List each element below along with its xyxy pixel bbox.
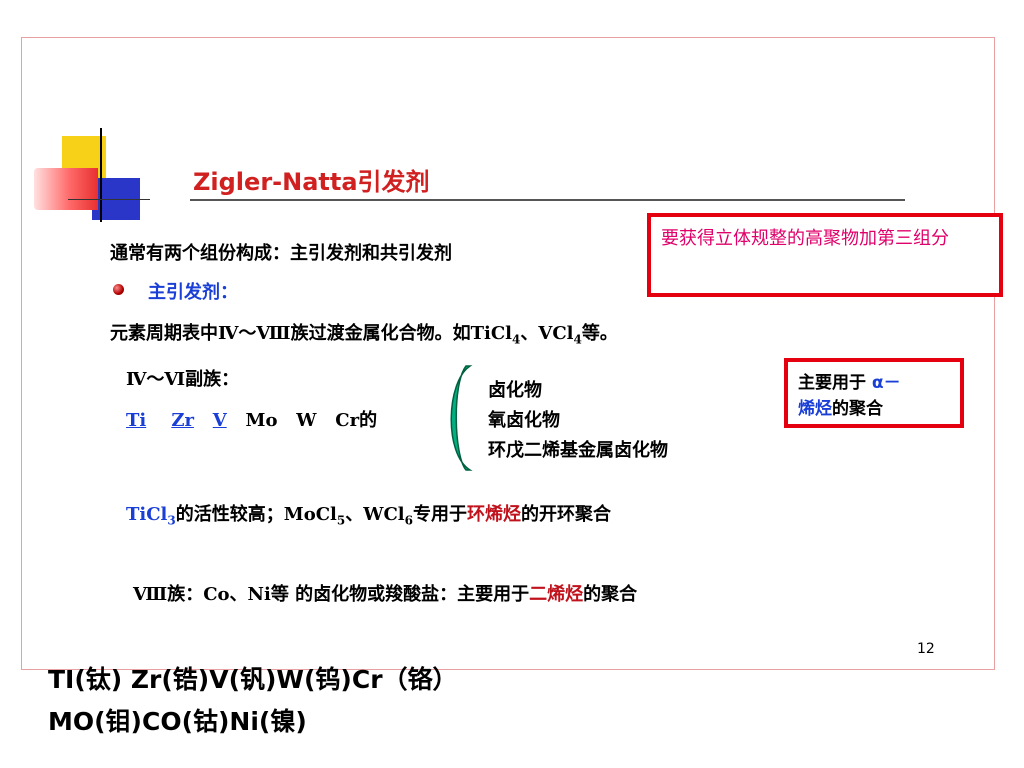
main-initiator-heading: 主引发剂： [148,282,238,303]
element-v-link[interactable]: V [212,410,227,431]
green-brace-icon [450,365,473,471]
title-underline [190,199,905,201]
transition-metal-line: 元素周期表中Ⅳ～Ⅷ族过渡金属化合物。如TiCl4、VCl4等。 [110,323,618,347]
footer-note-line: TI(钛) Zr(锆)V(钒)W(钨)Cr（铬） [48,665,458,694]
element-zr-link[interactable]: Zr [171,410,194,431]
slide-frame [21,37,995,670]
slide-title: Zigler-Natta引发剂 [193,168,430,196]
ticl3-line: TiCl3的活性较高；MoCl5、WCl6专用于环烯烃的开环聚合 [126,504,611,528]
element-list: Ti Zr V Mo W Cr的 [126,406,377,432]
footer-note-line: MO(钼)CO(钴)Ni(镍) [48,707,307,736]
compound-item: 环戊二烯基金属卤化物 [488,440,668,461]
callout-third-component: 要获得立体规整的高聚物加第三组分 [647,213,1003,297]
subgroup-label: Ⅳ～Ⅵ副族： [126,369,240,390]
compound-item: 卤化物 [488,380,542,401]
page-number: 12 [917,641,935,657]
intro-line: 通常有两个组份构成：主引发剂和共引发剂 [110,243,452,264]
bullet-icon [113,284,124,295]
element-ti-link[interactable]: Ti [126,410,147,431]
element-rest: Mo W Cr的 [245,410,378,431]
compound-item: 氧卤化物 [488,410,560,431]
callout-alpha-olefin: 主要用于 α－ 烯烃的聚合 [784,358,964,428]
group8-line: Ⅷ族：Co、Ni等 的卤化物或羧酸盐：主要用于二烯烃的聚合 [133,584,638,605]
